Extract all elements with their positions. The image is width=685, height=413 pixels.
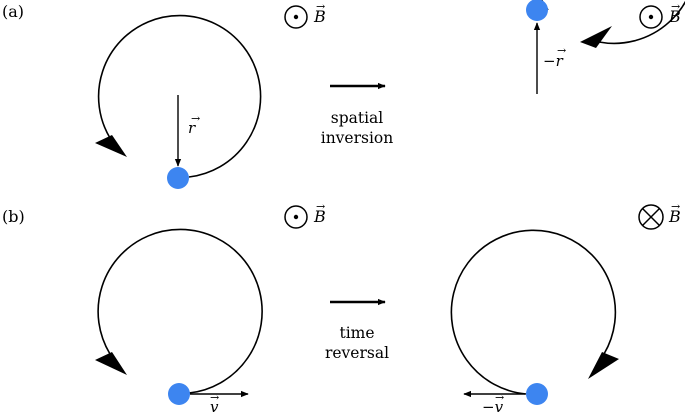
field-dot [648,14,654,20]
panel-label-a: (a) [2,2,24,21]
vector-arrow-accent: → [495,391,504,404]
orbit-a-left: r → [95,14,262,189]
orbit-arrowhead [95,352,127,375]
panel-label-b: (b) [2,207,25,226]
transform-label-line2: inversion [321,129,394,147]
field-out-of-page-b-left: B → [284,200,326,229]
orbit-path [97,228,263,394]
field-label-b: B [313,207,326,226]
field-dot [293,14,299,20]
field-arrow-accent: → [671,0,680,13]
field-into-icon [638,204,664,230]
field-label-b: B [668,207,681,226]
orbit-path [540,0,685,45]
field-out-of-page-a-right: B → [639,0,681,29]
orbit-path [97,14,262,178]
field-out-of-page-a-left: B → [284,0,326,29]
field-out-icon [639,5,663,29]
field-label-b: B [313,7,326,26]
charge-particle [167,167,189,189]
field-arrow-accent: → [316,200,325,213]
vector-label-neg-v: −v [482,398,504,413]
field-into-page-b-right: B → [638,200,681,230]
orbit-arrowhead [580,26,612,48]
orbit-arrowhead [588,352,619,379]
vector-label-v: v [210,398,219,413]
transform-label-line2: reversal [325,344,389,362]
charge-particle [168,383,190,405]
vector-arrow-accent: → [191,112,200,125]
orbit-b-right: −v → [450,229,619,413]
field-label-b: B [668,7,681,26]
field-out-icon [284,5,308,29]
orbit-b-left: v → [95,228,263,413]
field-arrow-accent: → [671,200,680,213]
transform-label-line1: time [339,324,374,342]
field-dot [293,214,299,220]
vector-label-r: r [188,119,196,137]
vector-label-neg-r: −r [543,52,564,70]
field-out-icon [284,205,308,229]
field-arrow-accent: → [316,0,325,13]
orbit-a-right: −r → [526,0,685,94]
orbit-path [450,229,617,395]
charge-particle [526,383,548,405]
orbit-arrowhead [95,135,127,157]
transform-label-line1: spatial [331,109,384,127]
field-cross-line [641,207,661,227]
transform-time-reversal: time reversal [325,298,389,362]
vector-arrow-accent: → [210,391,219,404]
vector-arrow-accent: → [557,44,566,57]
transform-spatial-inversion: spatial inversion [321,82,394,147]
charge-particle [526,0,548,21]
